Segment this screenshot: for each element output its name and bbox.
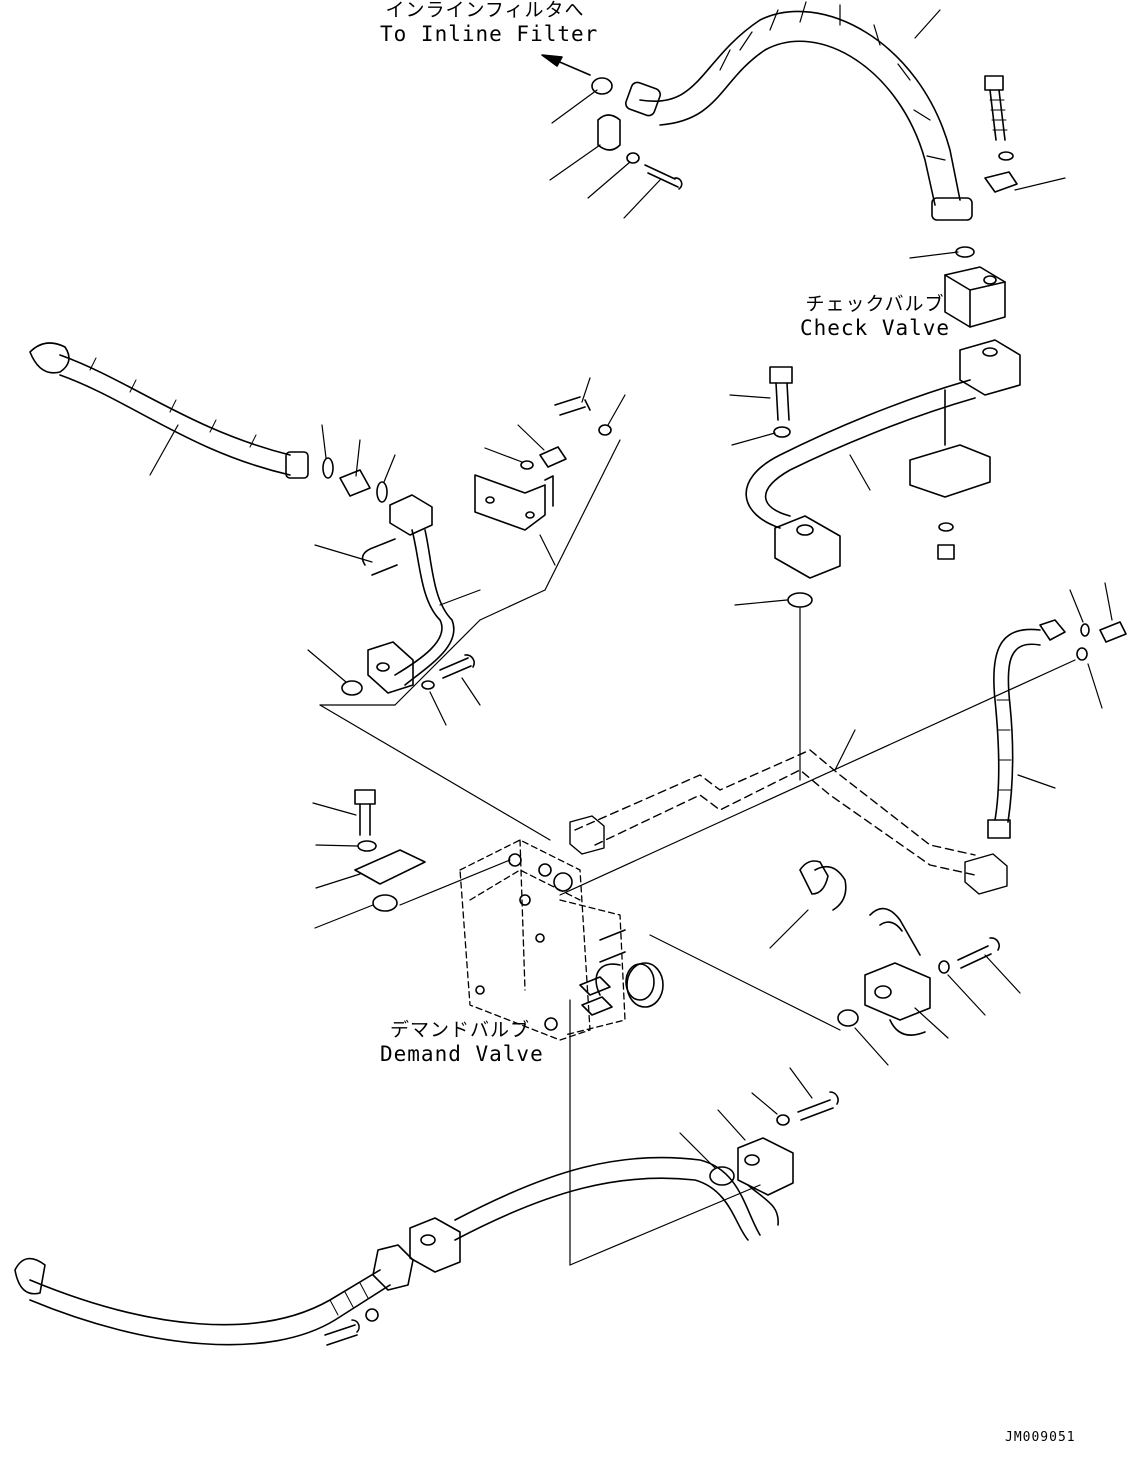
leaders-right-hose (1018, 583, 1112, 788)
pipe-check-valve (746, 340, 1020, 607)
demand-valve-label-ja: デマンドバルブ (389, 1019, 530, 1041)
drawing-code: JM009051 (1005, 1430, 1076, 1445)
hose-right (988, 620, 1126, 838)
leaders-cover (313, 803, 373, 928)
cover-plate-parts (355, 790, 425, 911)
hose-lower (15, 1245, 413, 1345)
check-valve-label-en: Check Valve (800, 315, 951, 340)
inline-filter-label: インラインフィルタへ To Inline Filter (380, 0, 599, 46)
inline-filter-label-en: To Inline Filter (380, 21, 599, 46)
check-valve-label: チェックバルブ Check Valve (800, 293, 951, 340)
inline-filter-label-ja: インラインフィルタへ (385, 0, 585, 21)
connector-lines (320, 440, 1075, 1265)
check-valve-block (945, 267, 1005, 327)
check-valve-label-ja: チェックバルブ (805, 293, 945, 315)
leaders-right-mid (730, 395, 870, 605)
pipe-lower (410, 1092, 838, 1272)
demand-valve-ports (476, 854, 663, 1030)
pipe-center-dashed (570, 750, 1007, 894)
hose-left (30, 343, 308, 478)
demand-valve-label: デマンドバルブ Demand Valve (380, 1019, 544, 1066)
leaders-top (550, 10, 1065, 258)
leaders-lower (680, 1068, 812, 1168)
hose-top (624, 2, 972, 220)
flange-parts-right (800, 861, 999, 1035)
demand-valve-label-en: Demand Valve (380, 1041, 544, 1066)
leaders-flange-right (770, 910, 1020, 1065)
fittings-left (323, 397, 611, 695)
fitting-parts-top (592, 76, 1017, 257)
arrow-to-inline-filter (542, 55, 590, 75)
leaders-left-mid (150, 378, 625, 725)
